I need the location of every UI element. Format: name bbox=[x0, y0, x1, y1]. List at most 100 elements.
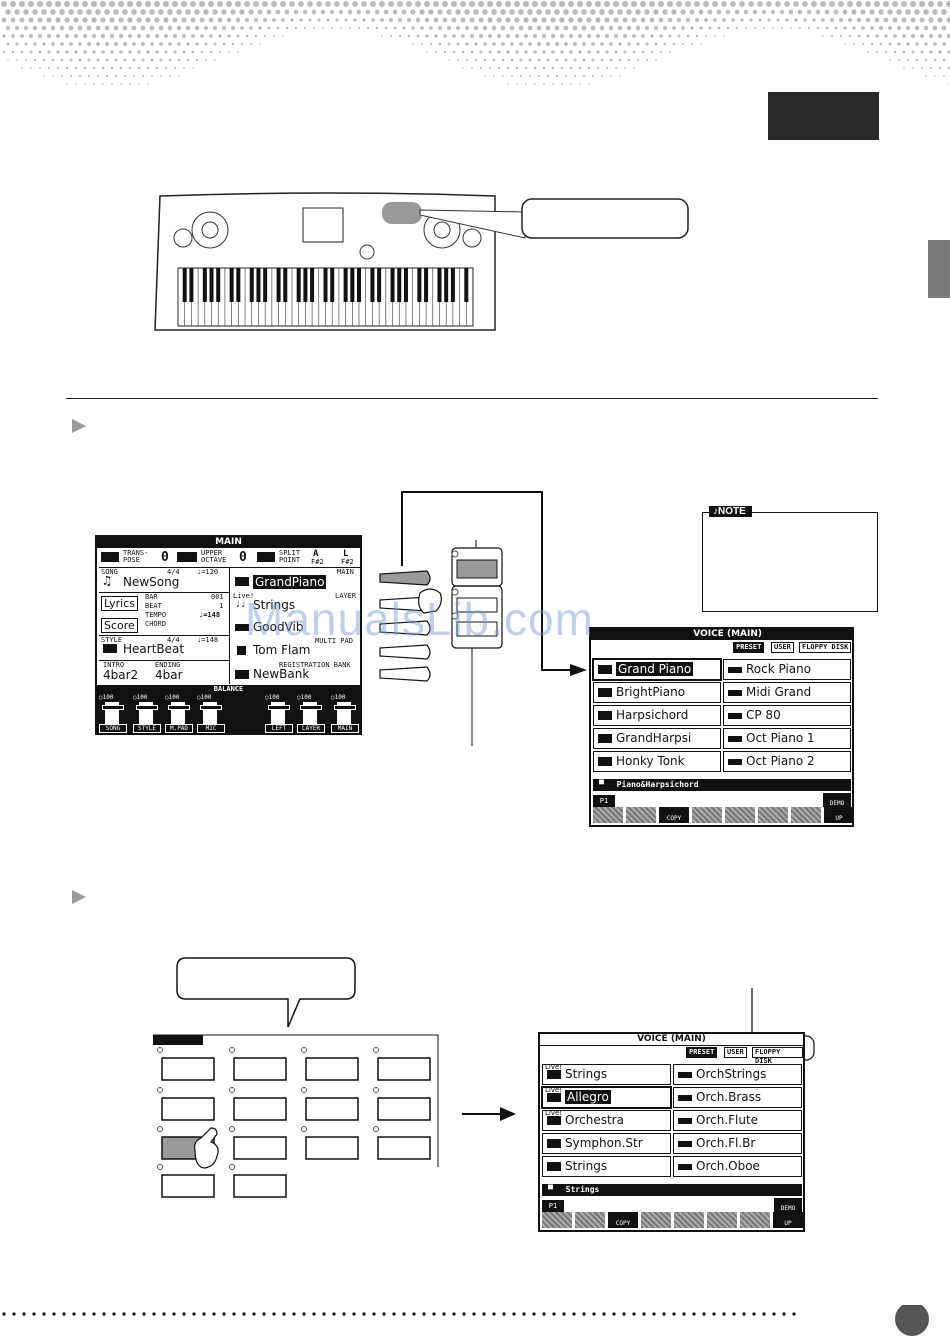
panel-button[interactable] bbox=[379, 666, 431, 682]
tab-floppy-disk[interactable]: FLOPPY DISK bbox=[752, 1047, 803, 1065]
voice-item[interactable]: Harpsichord bbox=[593, 705, 721, 726]
voice-item[interactable]: OrchStrings bbox=[673, 1064, 802, 1085]
up-button[interactable]: UP bbox=[773, 1212, 803, 1228]
voice-icon bbox=[728, 759, 742, 765]
voice-led bbox=[301, 1087, 307, 1093]
song-label: SONG bbox=[101, 568, 118, 576]
demo-button-2[interactable]: DEMO bbox=[774, 1198, 802, 1212]
style-name[interactable]: HeartBeat bbox=[123, 642, 185, 656]
voice-category-button[interactable] bbox=[377, 1136, 431, 1160]
fader-value: ○100 bbox=[165, 694, 180, 701]
voice-item[interactable]: Grand Piano bbox=[592, 658, 722, 681]
voice-category-button[interactable] bbox=[233, 1174, 287, 1198]
voice-item[interactable]: Live!Allegro bbox=[541, 1086, 672, 1109]
up-button[interactable]: UP bbox=[824, 807, 854, 823]
voice-led bbox=[373, 1087, 379, 1093]
main-voice[interactable]: GrandPiano bbox=[253, 575, 327, 589]
fader-mic[interactable]: ○100 MIC bbox=[197, 694, 225, 733]
soft-button[interactable] bbox=[575, 1212, 605, 1228]
voice-category-button[interactable] bbox=[305, 1057, 359, 1081]
tab-preset[interactable]: PRESET bbox=[733, 642, 765, 653]
note-label: ♪NOTE bbox=[709, 506, 752, 517]
voice-category-button[interactable] bbox=[233, 1136, 287, 1160]
voice-screen-1-title: VOICE (MAIN) bbox=[591, 629, 852, 640]
voice-item[interactable]: Oct Piano 1 bbox=[723, 728, 851, 749]
soft-button[interactable] bbox=[740, 1212, 770, 1228]
panel-button[interactable] bbox=[379, 620, 431, 636]
split-b: L bbox=[343, 549, 349, 559]
score-button[interactable]: Score bbox=[101, 618, 138, 633]
voice-item[interactable]: GrandHarpsi bbox=[593, 728, 721, 749]
fader-song[interactable]: ○100 SONG bbox=[99, 694, 127, 733]
voice-item[interactable]: Orch.Brass bbox=[673, 1087, 802, 1108]
split-a-note: F#2 bbox=[311, 558, 324, 566]
page-tab-2[interactable]: P1 bbox=[542, 1200, 564, 1212]
voice-item[interactable]: Oct Piano 2 bbox=[723, 751, 851, 772]
soft-button[interactable] bbox=[674, 1212, 704, 1228]
panel-button[interactable] bbox=[379, 644, 431, 660]
fader-label: LAYER bbox=[297, 724, 325, 733]
left-voice[interactable]: GoodVib bbox=[253, 620, 304, 634]
voice-category-button[interactable] bbox=[161, 1097, 215, 1121]
voice-category-button[interactable] bbox=[161, 1057, 215, 1081]
voice-item[interactable]: CP 80 bbox=[723, 705, 851, 726]
live-label: Live! bbox=[233, 592, 255, 600]
voice-icon bbox=[678, 1141, 692, 1147]
voice-screen-2-title: VOICE (MAIN) bbox=[540, 1034, 803, 1046]
voice-item[interactable]: Live!Strings bbox=[542, 1064, 671, 1085]
voice-item[interactable]: Midi Grand bbox=[723, 682, 851, 703]
tab-preset[interactable]: PRESET bbox=[686, 1047, 718, 1058]
fader-style[interactable]: ○100 STYLE bbox=[133, 694, 161, 733]
voice-item[interactable]: Orch.Flute bbox=[673, 1110, 802, 1131]
voice-item[interactable]: Orch.Fl.Br bbox=[673, 1133, 802, 1154]
voice-item[interactable]: Honky Tonk bbox=[593, 751, 721, 772]
fader-main[interactable]: ○100 MAIN bbox=[331, 694, 359, 733]
voice-category-button[interactable] bbox=[377, 1057, 431, 1081]
soft-button[interactable] bbox=[626, 807, 656, 823]
voice-category-button[interactable] bbox=[161, 1174, 215, 1198]
soft-button[interactable] bbox=[758, 807, 788, 823]
panel-button[interactable] bbox=[379, 570, 431, 586]
main-screen-right-panel: MAIN GrandPiano Live! LAYER ♩♩ Strings G… bbox=[231, 568, 359, 684]
song-name[interactable]: NewSong bbox=[123, 575, 180, 589]
fader-mpad[interactable]: ○100 M.PAD bbox=[165, 694, 193, 733]
regbank-name[interactable]: NewBank bbox=[253, 667, 310, 681]
ending-value[interactable]: 4bar bbox=[155, 668, 183, 682]
page-tab-1[interactable]: P1 bbox=[593, 795, 615, 807]
split-b-note: F#2 bbox=[341, 558, 354, 566]
tab-user[interactable]: USER bbox=[771, 642, 794, 653]
voice-category-button[interactable] bbox=[233, 1097, 287, 1121]
multipad-name[interactable]: Tom Flam bbox=[253, 643, 311, 657]
soft-button[interactable] bbox=[692, 807, 722, 823]
tab-user[interactable]: USER bbox=[724, 1047, 747, 1058]
soft-button[interactable] bbox=[707, 1212, 737, 1228]
voice-category-button[interactable] bbox=[305, 1136, 359, 1160]
intro-value[interactable]: 4bar2 bbox=[103, 668, 139, 682]
voice-buttons-diagram bbox=[153, 957, 439, 1198]
lyrics-button[interactable]: Lyrics bbox=[101, 596, 138, 611]
voice-item[interactable]: Strings bbox=[542, 1156, 671, 1177]
regbank-label: REGISTRATION BANK bbox=[279, 661, 351, 669]
soft-button[interactable] bbox=[542, 1212, 572, 1228]
copy-button[interactable]: COPY bbox=[608, 1212, 638, 1228]
soft-button[interactable] bbox=[791, 807, 821, 823]
demo-button-1[interactable]: DEMO bbox=[823, 793, 851, 807]
voice-category-button[interactable] bbox=[377, 1097, 431, 1121]
soft-button[interactable] bbox=[641, 1212, 671, 1228]
voice-item[interactable]: BrightPiano bbox=[593, 682, 721, 703]
soft-button[interactable] bbox=[593, 807, 623, 823]
voice-item[interactable]: Live!Orchestra bbox=[542, 1110, 671, 1131]
voice-item[interactable]: Symphon.Str bbox=[542, 1133, 671, 1154]
voice-led bbox=[157, 1126, 163, 1132]
voice-item[interactable]: Orch.Oboe bbox=[673, 1156, 802, 1177]
voice-led bbox=[157, 1087, 163, 1093]
layer-voice[interactable]: Strings bbox=[253, 598, 296, 612]
fader-layer[interactable]: ○100 LAYER bbox=[297, 694, 325, 733]
fader-left[interactable]: ○100 LEFT bbox=[265, 694, 293, 733]
copy-button[interactable]: COPY bbox=[659, 807, 689, 823]
tab-floppy-disk[interactable]: FLOPPY DISK bbox=[799, 642, 852, 653]
voice-item[interactable]: Rock Piano bbox=[723, 659, 851, 680]
voice-category-button[interactable] bbox=[233, 1057, 287, 1081]
voice-category-button[interactable] bbox=[305, 1097, 359, 1121]
soft-button[interactable] bbox=[725, 807, 755, 823]
